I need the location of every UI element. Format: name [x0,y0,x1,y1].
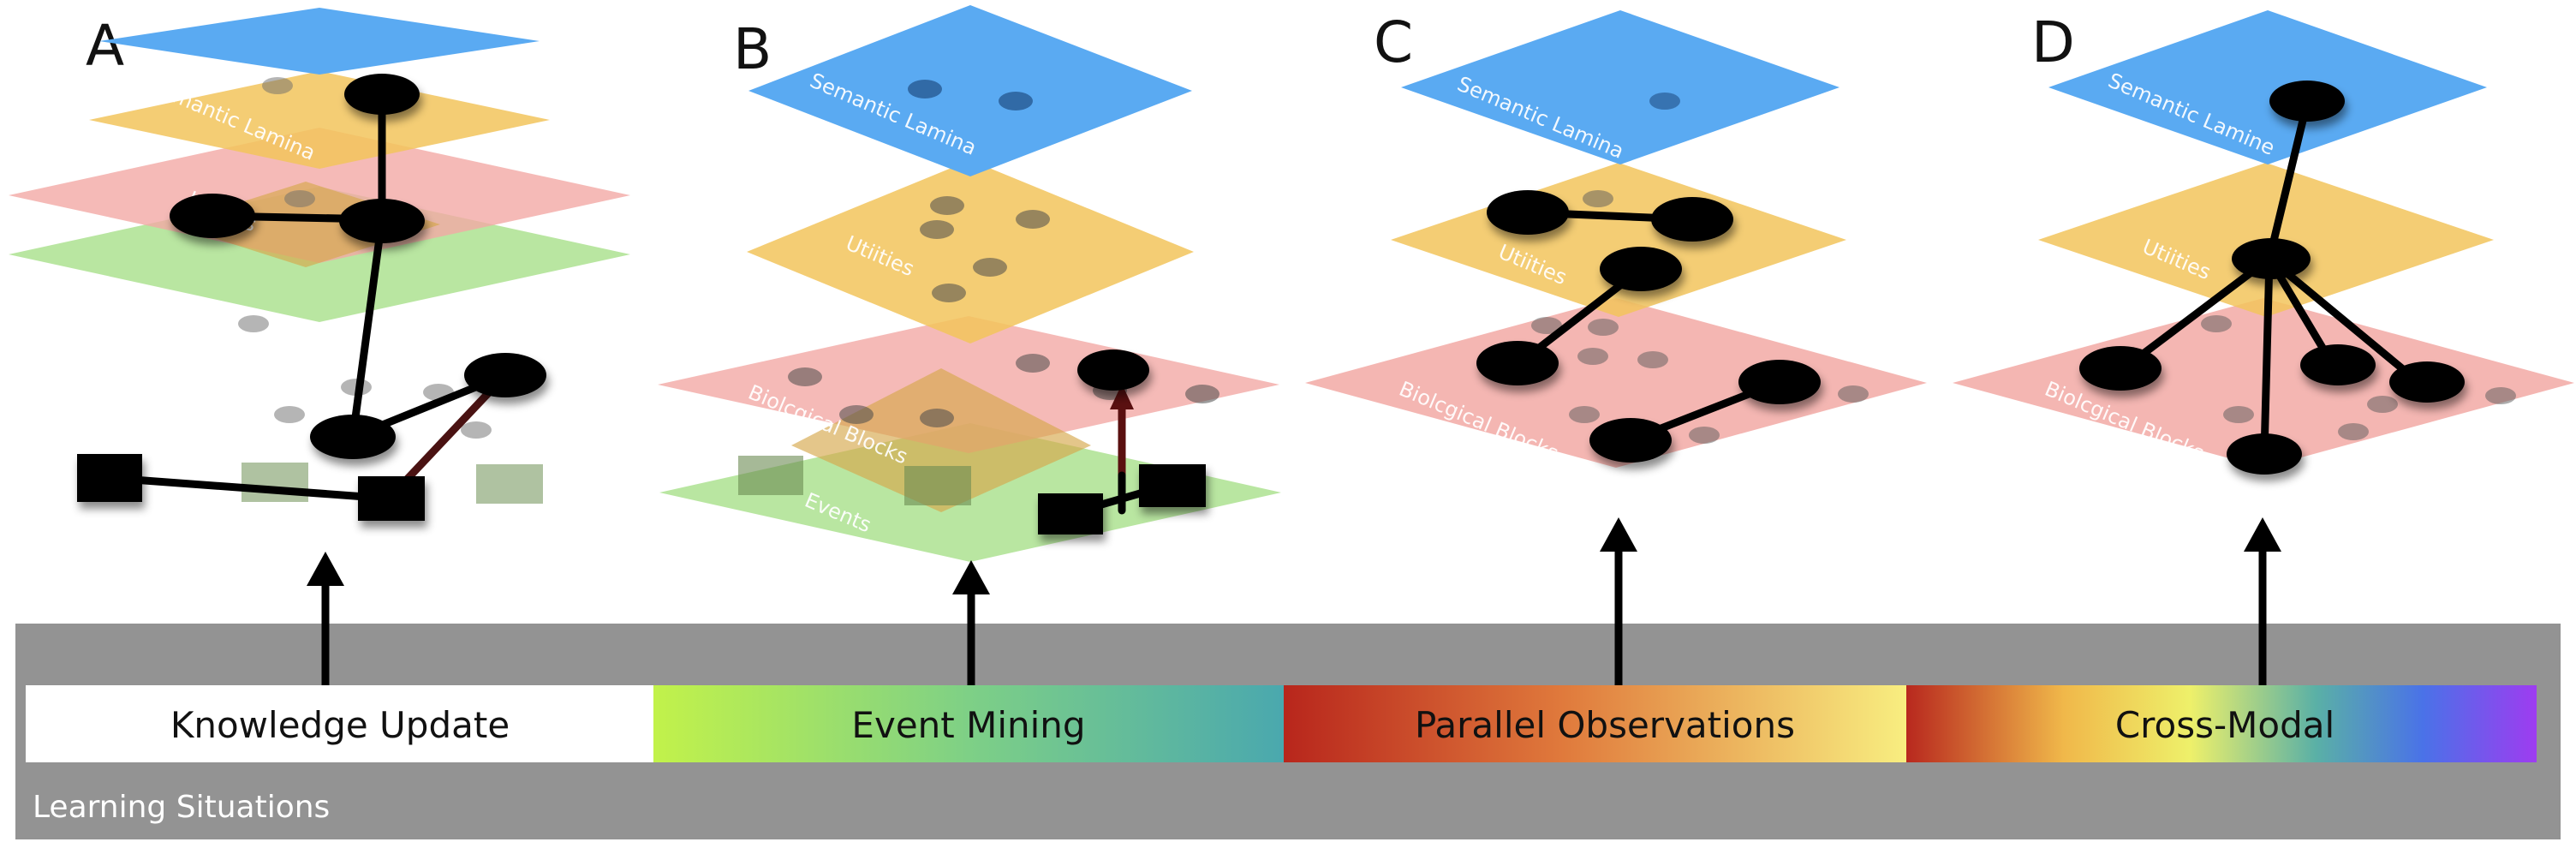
utility-node [1651,197,1733,242]
situation-label: Knowledge Update [170,704,510,746]
nodes [77,74,546,521]
panel-letter-d: D [2031,9,2075,75]
background-dots [2201,315,2516,440]
semantic-node [2269,81,2345,122]
up-arrow-icon [1110,384,1134,409]
block-node [2300,344,2376,385]
background-dots [238,77,492,439]
block-node [1476,341,1559,385]
panel-c: Semantic Lamina Utiities Biolcgical Bloc… [1305,10,1927,468]
situation-parallel-observations [1284,685,1906,762]
semantic-lamina-layer [748,5,1192,176]
panel-d: Semantic Lamine Utiities Biolcgical Bloc… [1953,10,2574,475]
block-node [2227,433,2302,475]
semantic-node [344,74,420,115]
block-node [310,415,396,459]
utility-node [170,194,255,238]
up-arrow-icon [1600,517,1637,685]
panel-b: Semantic Lamina Utiities Biolcgical Bloc… [658,5,1281,562]
learning-situations-label: Learning Situations [33,790,330,825]
situation-label: Parallel Observations [1415,704,1795,746]
utility-node [1487,190,1569,235]
panel-letter-c: C [1374,9,1413,75]
situation-label: Event Mining [851,704,1085,746]
nodes [2079,81,2465,475]
semantic-lamina-layer [99,8,540,75]
nodes [1038,349,1206,534]
background-squares [738,456,971,505]
utilities-overlap-region [791,368,1091,512]
block-node [2389,361,2465,403]
event-node [358,476,425,521]
background-dots [788,80,1219,427]
utilities-layer [747,160,1194,343]
event-node [1139,464,1206,507]
panel-a: Semantic Lamina Utiities Biolcgical Bloc… [9,8,630,540]
situation-event-mining [653,685,1284,762]
up-arrow-icon [952,560,990,685]
panel-letter-a: A [86,13,124,79]
block-node [464,353,546,397]
utilities-layer [89,71,550,169]
event-node [1038,493,1103,534]
block-node [1738,360,1821,404]
semantic-lamina-layer [2048,10,2487,164]
block-node [1077,349,1149,391]
utility-node [2232,238,2311,279]
nodes [1476,190,1821,463]
up-arrow-icon [2244,517,2281,685]
panel-letter-b: B [733,16,772,82]
events-label: Events [168,492,242,541]
up-arrows [307,517,2281,685]
utility-node [339,199,425,243]
situation-label: Cross-Modal [2115,704,2334,746]
biological-blocks-layer [1305,298,1927,468]
situation-cross-modal [1906,685,2537,762]
situation-knowledge-update [26,685,653,762]
semantic-lamina-layer [1401,10,1840,164]
event-node [77,454,142,502]
utilities-layer [1391,163,1846,317]
utility-node [1600,247,1682,291]
block-node [1589,418,1672,463]
background-dots [1531,93,1869,444]
block-node [2079,346,2162,391]
up-arrow-icon [307,552,344,685]
